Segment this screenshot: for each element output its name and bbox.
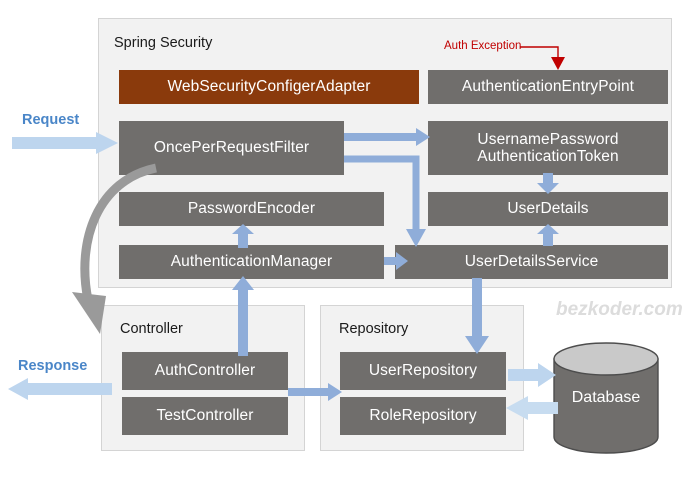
box-test-controller[interactable]: TestController bbox=[122, 397, 288, 435]
auth-exception-label: Auth Exception bbox=[444, 40, 522, 52]
box-username-password-authentication-token[interactable]: UsernamePassword AuthenticationToken bbox=[428, 121, 668, 175]
database-cylinder[interactable]: Database bbox=[550, 341, 662, 455]
response-arrow bbox=[8, 378, 112, 400]
box-authentication-entry-point[interactable]: AuthenticationEntryPoint bbox=[428, 70, 668, 104]
panel-spring-security-title: Spring Security bbox=[114, 35, 213, 51]
token-label-line2: AuthenticationToken bbox=[477, 148, 619, 165]
box-password-encoder[interactable]: PasswordEncoder bbox=[119, 192, 384, 226]
box-auth-controller[interactable]: AuthController bbox=[122, 352, 288, 390]
box-role-repository[interactable]: RoleRepository bbox=[340, 397, 506, 435]
database-icon bbox=[553, 342, 659, 454]
response-label: Response bbox=[18, 358, 88, 374]
box-authentication-manager[interactable]: AuthenticationManager bbox=[119, 245, 384, 279]
token-label-line1: UsernamePassword bbox=[477, 130, 619, 148]
box-web-security-configer-adapter[interactable]: WebSecurityConfigerAdapter bbox=[119, 70, 419, 104]
box-user-details-service[interactable]: UserDetailsService bbox=[395, 245, 668, 279]
box-user-details[interactable]: UserDetails bbox=[428, 192, 668, 226]
box-user-repository[interactable]: UserRepository bbox=[340, 352, 506, 390]
request-label: Request bbox=[22, 112, 80, 128]
watermark: bezkoder.com bbox=[556, 299, 683, 320]
database-label: Database bbox=[571, 389, 641, 406]
panel-controller-title: Controller bbox=[120, 321, 183, 337]
box-once-per-request-filter[interactable]: OncePerRequestFilter bbox=[119, 121, 344, 175]
panel-repository-title: Repository bbox=[339, 321, 409, 337]
